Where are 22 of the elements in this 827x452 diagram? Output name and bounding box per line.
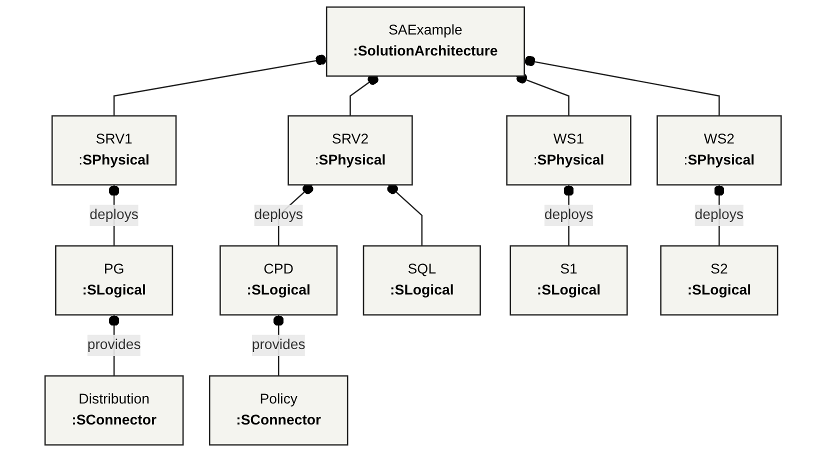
edge-label: deploys xyxy=(695,207,744,222)
node-box: S2 :SLogical xyxy=(660,245,779,316)
node-box: SRV1 :SPhysical xyxy=(52,115,178,186)
connector xyxy=(388,183,423,246)
node-box: Distribution :SConnector xyxy=(44,375,184,446)
edge-label: deploys xyxy=(254,207,304,222)
node-box: WS2 :SPhysical xyxy=(656,115,782,186)
node-box: SRV2 :SPhysical xyxy=(288,115,414,186)
connector xyxy=(524,56,720,116)
node-box: WS1 :SPhysical xyxy=(506,115,632,186)
edge-label: provides xyxy=(88,337,142,352)
node-box: PG :SLogical xyxy=(55,245,174,316)
node-box: S1 :SLogical xyxy=(510,245,628,316)
edge-label: provides xyxy=(252,337,306,352)
connector xyxy=(516,72,570,116)
connector xyxy=(114,54,328,116)
edge-label: deploys xyxy=(90,207,139,222)
node-box: Policy :SConnector xyxy=(209,375,349,446)
node-box: SAExample :SolutionArchitecture xyxy=(326,6,526,77)
node-box: CPD :SLogical xyxy=(220,245,338,316)
edge-label: deploys xyxy=(544,207,594,222)
node-box: SQL :SLogical xyxy=(363,245,482,316)
